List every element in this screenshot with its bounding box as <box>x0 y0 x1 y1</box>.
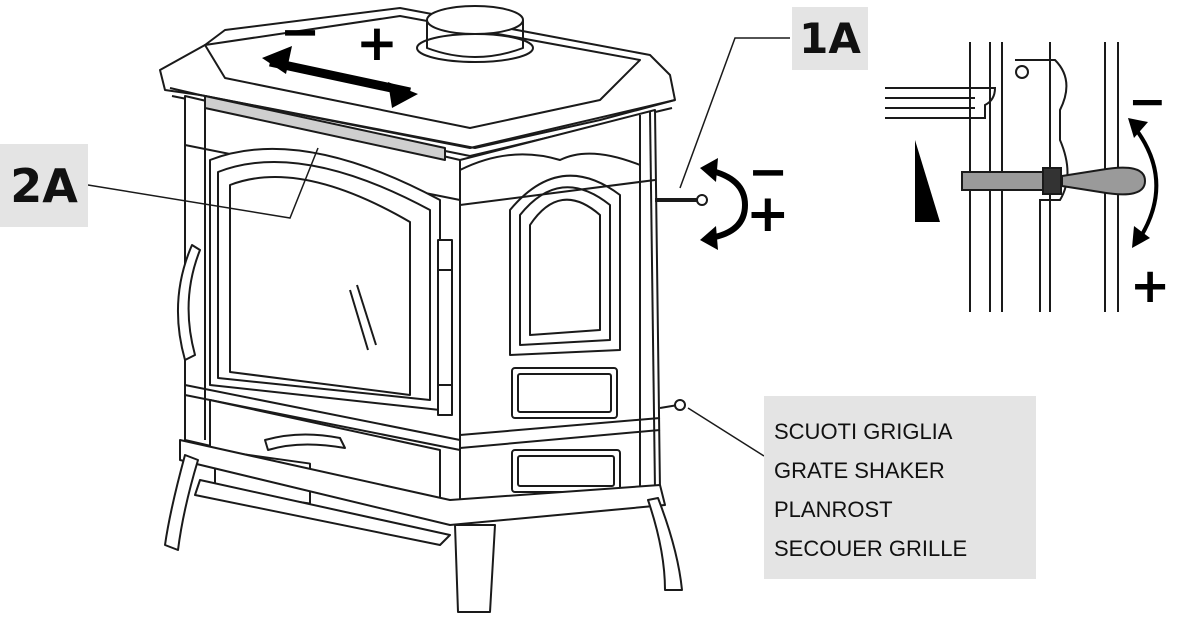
flue-collar <box>416 5 534 63</box>
leader-line-2a <box>87 147 319 219</box>
fire-door <box>209 147 441 411</box>
callout-text-1a: 1A <box>799 14 861 63</box>
door-handle-left <box>177 244 201 361</box>
damper-detail-handle <box>961 166 1147 196</box>
stove-legs <box>164 454 683 613</box>
callout-text-2a: 2A <box>10 158 78 213</box>
legend-line-french: SECOUER GRILLE <box>774 536 968 561</box>
top-minus-sign: − <box>280 4 321 60</box>
detail-plus-sign: + <box>1130 258 1171 314</box>
leader-line-legend <box>687 407 765 457</box>
side-plus-sign: + <box>746 184 790 244</box>
detail-minus-sign: − <box>1128 74 1167 128</box>
legend-line-english: GRATE SHAKER <box>774 458 945 483</box>
legend-line-german: PLANROST <box>774 497 893 522</box>
callout-label-2a: 2A <box>0 144 88 227</box>
stove-base <box>179 439 666 546</box>
leader-line-1a <box>679 37 790 189</box>
detail-rotation-arrow <box>1128 118 1159 248</box>
damper-detail-inset <box>885 42 1119 312</box>
damper-lever <box>655 194 708 206</box>
grate-shaker-knob <box>659 399 686 411</box>
legend-line-italian: SCUOTI GRIGLIA <box>774 419 953 444</box>
rotation-arrow <box>700 158 749 250</box>
vent-strip <box>204 95 446 161</box>
top-slide-double-arrow <box>262 46 418 108</box>
door-hinge <box>437 239 453 416</box>
grate-shaker-legend: SCUOTI GRIGLIA GRATE SHAKER PLANROST SEC… <box>764 396 1036 579</box>
leader-lines <box>87 37 790 457</box>
stove-side-panel <box>459 109 661 501</box>
callout-label-1a: 1A <box>792 7 868 70</box>
top-plus-sign: + <box>356 14 398 72</box>
side-minus-sign: − <box>748 144 789 200</box>
